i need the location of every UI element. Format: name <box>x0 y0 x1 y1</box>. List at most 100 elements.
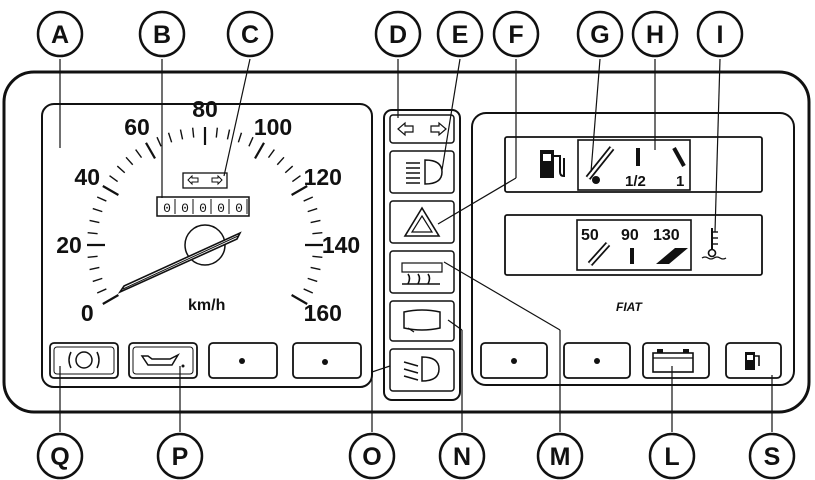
callout-d: D <box>374 10 422 58</box>
speed-scale-label: 100 <box>254 114 292 140</box>
callout-letter: F <box>508 21 523 49</box>
callout-letter: P <box>172 443 189 471</box>
spare-indicator-box-4 <box>563 342 631 379</box>
fuel-half-label: 1/2 <box>625 173 646 190</box>
minor-tick <box>87 231 98 235</box>
minor-tick <box>96 288 107 294</box>
rear-window-heater-warning-box <box>389 250 455 294</box>
fuel-reserve-warning-box <box>725 342 782 379</box>
callout-letter: M <box>550 443 571 471</box>
minor-tick <box>267 149 275 159</box>
odometer-digit: 0 <box>199 201 207 216</box>
center-warning-column <box>383 109 461 401</box>
callout-letter: S <box>764 443 781 471</box>
turn-signal-warning-box <box>389 114 455 144</box>
major-tick <box>102 185 119 196</box>
spare-indicator-box-2 <box>292 342 362 379</box>
fuel-gauge: 1/2 1 <box>504 136 763 193</box>
spare-indicator-box-3 <box>480 342 548 379</box>
hazard-warning-box <box>389 200 455 244</box>
major-tick <box>291 294 308 305</box>
speed-scale-label: 160 <box>304 300 342 326</box>
callout-letter: L <box>664 443 679 471</box>
callout-i: I <box>696 10 744 58</box>
minor-tick <box>191 127 195 138</box>
main-beam-warning-box <box>389 150 455 194</box>
speed-scale-label: 60 <box>124 114 150 140</box>
callout-letter: N <box>453 443 471 471</box>
minor-tick <box>237 132 243 143</box>
minor-tick <box>291 175 301 183</box>
odometer-digit: 0 <box>217 201 225 216</box>
econometer-label-90: 90 <box>621 227 639 244</box>
speed-unit-label: km/h <box>188 297 225 314</box>
battery-icon <box>652 349 694 373</box>
brake-icon <box>68 351 100 369</box>
minor-tick <box>215 127 219 138</box>
minor-tick <box>303 196 314 202</box>
dashboard-housing <box>2 70 811 414</box>
callout-b: B <box>138 10 186 58</box>
minor-tick <box>89 219 100 224</box>
minor-tick <box>276 156 285 166</box>
gauge-panel <box>471 112 795 386</box>
minor-tick <box>87 255 98 259</box>
minor-tick <box>89 266 100 271</box>
minor-tick <box>312 231 323 235</box>
callout-n: N <box>438 432 486 480</box>
minor-tick <box>96 196 107 202</box>
speedometer-panel <box>41 103 373 388</box>
fuel-reserve-icon <box>745 352 760 370</box>
callout-e: E <box>436 10 484 58</box>
callout-letter: D <box>389 21 407 49</box>
door-open-warning-box <box>389 300 455 342</box>
minor-tick <box>179 129 184 140</box>
minor-tick <box>135 149 143 159</box>
callout-s: S <box>748 432 796 480</box>
callout-letter: G <box>590 21 609 49</box>
major-tick <box>145 142 156 159</box>
minor-tick <box>307 207 318 213</box>
minor-tick <box>167 132 173 143</box>
minor-tick <box>303 288 314 294</box>
brand-logo: FIAT <box>616 300 643 314</box>
speed-scale-label: 80 <box>192 96 218 122</box>
major-tick <box>254 142 265 159</box>
callout-letter: A <box>51 21 69 49</box>
turn-signal-mini-indicator <box>182 172 228 189</box>
leader-lines <box>59 58 773 432</box>
odometer-digit: 0 <box>181 201 189 216</box>
dipped-beam-icon <box>403 356 440 382</box>
fuel-full-label: 1 <box>676 173 684 190</box>
minor-tick <box>310 266 321 271</box>
rear-defrost-icon <box>401 262 443 285</box>
callout-letter: I <box>717 21 724 49</box>
minor-tick <box>284 165 294 174</box>
dipped-beam-warning-box <box>389 348 455 392</box>
speedometer-ticks <box>87 127 323 305</box>
callout-letter: C <box>241 21 259 49</box>
minor-tick <box>312 255 323 259</box>
battery-charge-warning-box <box>642 342 710 379</box>
windscreen-icon <box>403 309 441 333</box>
oil-can-icon <box>140 353 185 368</box>
minor-tick <box>248 136 254 147</box>
fuel-pump-icon <box>540 150 565 178</box>
minor-tick <box>226 129 231 140</box>
callout-o: O <box>348 432 396 480</box>
econometer-label-50: 50 <box>581 227 599 244</box>
callout-q: Q <box>36 432 84 480</box>
callout-c: C <box>226 10 274 58</box>
minor-tick <box>92 277 103 283</box>
odometer-digit: 0 <box>163 201 171 216</box>
speed-scale-label: 120 <box>304 164 342 190</box>
econometer-label-130: 130 <box>653 227 680 244</box>
callout-letter: O <box>362 443 381 471</box>
fuel-needle-pointer <box>585 146 615 184</box>
speed-scale-label: 20 <box>56 232 82 258</box>
minor-tick <box>92 207 103 213</box>
callout-g: G <box>576 10 624 58</box>
